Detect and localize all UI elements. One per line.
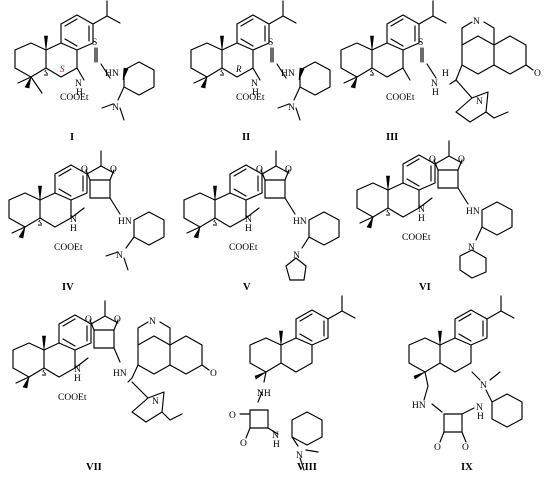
compound-3: N H S H N O N COOEt III <box>340 0 541 143</box>
svg-text:O: O <box>429 155 436 165</box>
svg-text:N: N <box>431 79 438 89</box>
sulfur-atom: S <box>92 38 97 48</box>
svg-text:COOEt: COOEt <box>402 233 431 243</box>
svg-text:N: N <box>480 381 487 391</box>
svg-text:N: N <box>152 397 159 407</box>
svg-text:H: H <box>70 224 77 234</box>
svg-text:O: O <box>114 315 121 325</box>
svg-text:H: H <box>105 69 112 79</box>
compound-label-9: IX <box>461 462 473 473</box>
svg-text:H: H <box>74 374 81 384</box>
svg-text:N: N <box>112 69 119 79</box>
compound-label-2: II <box>242 132 250 143</box>
svg-text:H: H <box>418 214 425 224</box>
svg-text:N: N <box>296 451 303 461</box>
svg-text:H: H <box>245 224 252 234</box>
svg-text:S: S <box>418 38 423 48</box>
svg-text:H: H <box>76 88 83 98</box>
compound-8: NH O O N H N VIII <box>229 295 356 473</box>
compound-label-1: I <box>70 132 74 143</box>
svg-text:COOEt: COOEt <box>386 93 415 103</box>
svg-text:HN: HN <box>118 217 132 227</box>
quinoline-n: N <box>473 17 480 27</box>
pyrrolidine-n: N <box>293 251 300 261</box>
ester-group: COOEt <box>60 93 89 103</box>
svg-text:H: H <box>281 69 288 79</box>
svg-text:O: O <box>110 165 117 175</box>
svg-text:O: O <box>81 165 88 175</box>
svg-text:HN: HN <box>466 207 480 217</box>
svg-text:NH: NH <box>257 389 271 399</box>
compound-label-4: IV <box>62 282 74 293</box>
svg-text:COOEt: COOEt <box>236 93 265 103</box>
svg-text:O: O <box>85 315 92 325</box>
compound-label-3: III <box>386 132 398 143</box>
svg-text:HN: HN <box>293 217 307 227</box>
svg-text:COOEt: COOEt <box>54 243 83 253</box>
compound-9: HN O O N H N IX <box>408 295 523 473</box>
svg-text:H: H <box>273 440 280 450</box>
svg-text:O: O <box>434 443 441 453</box>
piperidine-n: N <box>468 243 475 253</box>
svg-text:O: O <box>458 155 465 165</box>
svg-text:N: N <box>272 431 279 441</box>
svg-text:H: H <box>252 88 259 98</box>
svg-text:O: O <box>240 439 247 449</box>
svg-text:H: H <box>477 412 484 422</box>
nh-left: N <box>75 79 82 89</box>
svg-text:O: O <box>462 443 469 453</box>
methoxy-o: O <box>534 69 541 79</box>
svg-text:COOEt: COOEt <box>58 393 87 403</box>
compound-label-5: V <box>243 282 251 293</box>
compound-label-6: VI <box>419 282 431 293</box>
compound-2: R COOEt N H S H N N II <box>190 0 331 143</box>
compound-5: O O N H HN N COOEt V <box>183 150 340 293</box>
compound-label-8: VIII <box>297 462 317 473</box>
stereo-label-r: R <box>235 64 242 74</box>
svg-text:COOEt: COOEt <box>229 243 258 253</box>
svg-text:H: H <box>442 69 449 79</box>
svg-text:N: N <box>251 79 258 89</box>
svg-text:O: O <box>256 165 263 175</box>
svg-text:HN: HN <box>412 401 426 411</box>
compound-6: O O N H HN N COOEt VI <box>356 140 513 293</box>
svg-text:N: N <box>418 205 425 215</box>
svg-text:S: S <box>268 38 273 48</box>
svg-text:O: O <box>229 411 236 421</box>
quinuclidine-n: N <box>476 97 483 107</box>
svg-text:N: N <box>116 251 123 261</box>
stereo-label-s: S <box>60 64 65 74</box>
svg-text:N: N <box>288 69 295 79</box>
compound-label-7: VII <box>86 462 102 473</box>
svg-text:N: N <box>149 317 156 327</box>
svg-text:N: N <box>245 215 252 225</box>
compound-1: S COOEt N H S H N N I <box>14 0 155 143</box>
svg-text:N: N <box>74 365 81 375</box>
svg-text:N: N <box>476 403 483 413</box>
svg-text:HN: HN <box>113 369 127 379</box>
dimethylamino-n: N <box>112 103 119 113</box>
svg-text:O: O <box>210 369 217 379</box>
svg-text:N: N <box>288 103 295 113</box>
compound-7: O O N H HN N O N COOEt VII <box>12 300 217 473</box>
compound-4: O O N H HN N COOEt IV <box>8 150 165 293</box>
svg-text:H: H <box>432 88 439 98</box>
svg-text:O: O <box>285 165 292 175</box>
svg-text:N: N <box>70 215 77 225</box>
